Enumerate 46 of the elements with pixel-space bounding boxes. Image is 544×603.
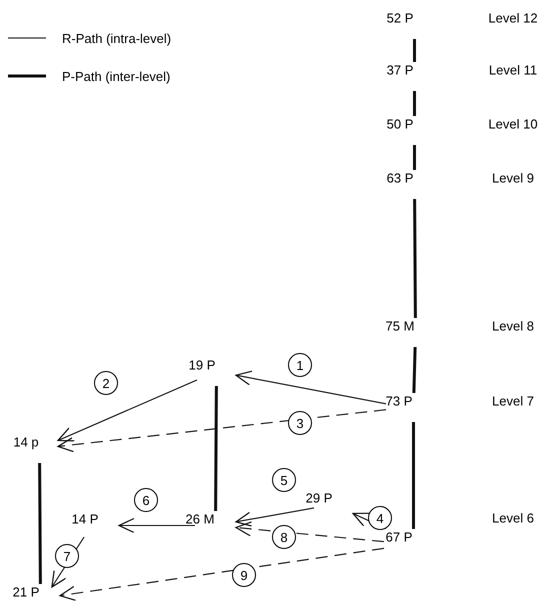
node-label: 21 P (12, 586, 40, 598)
legend-text: R-Path (intra-level) (62, 32, 172, 45)
level-label: Level 10 (488, 118, 538, 130)
node-label: 73 P (384, 394, 414, 408)
arrow (235, 521, 384, 542)
edge-label: 1 (288, 353, 312, 377)
edge-label: 7 (55, 544, 79, 568)
connector-line (413, 198, 417, 318)
node-label: 14 p (12, 436, 40, 448)
node-label: 29 P (304, 492, 334, 504)
connector-line (413, 145, 416, 170)
edge-label: 4 (368, 506, 392, 530)
connector-line (413, 39, 416, 62)
level-label: Level 9 (492, 172, 534, 184)
edge-label: 3 (288, 411, 312, 435)
arrow (57, 379, 198, 442)
connector-line (38, 462, 42, 584)
node-label: 75 M (384, 320, 416, 332)
edge-label: 8 (272, 525, 296, 549)
connector-line (413, 91, 416, 116)
edge-label: 9 (232, 563, 256, 587)
level-label: Level 8 (492, 320, 534, 332)
connector-line (412, 346, 417, 394)
node-label: 14 P (70, 512, 100, 526)
connector-line (412, 422, 415, 529)
level-label: Level 12 (488, 12, 538, 24)
arrow (235, 370, 386, 404)
arrow (118, 518, 195, 534)
level-label: Level 11 (488, 64, 538, 76)
edge-label: 5 (272, 468, 296, 492)
legend-text: P-Path (inter-level) (62, 70, 170, 83)
arrow (235, 507, 314, 527)
node-label: 50 P (386, 118, 414, 130)
node-label: 52 P (386, 12, 414, 24)
edge-label: 6 (134, 488, 158, 512)
node-label: 63 P (386, 172, 414, 184)
node-label: 19 P (188, 358, 216, 372)
level-label: Level 7 (492, 394, 534, 408)
edge-label: 2 (94, 371, 118, 395)
arrow (57, 409, 386, 452)
connector-line (214, 386, 218, 512)
arrow (59, 548, 384, 601)
level-label: Level 6 (492, 512, 534, 524)
node-label: 26 M (184, 512, 216, 526)
node-label: 67 P (384, 530, 414, 544)
node-label: 37 P (386, 64, 414, 76)
